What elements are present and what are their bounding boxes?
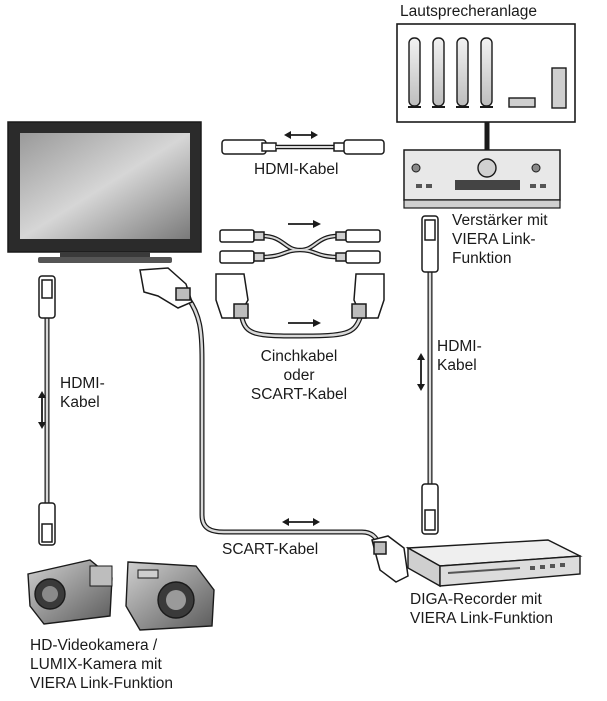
hdmi-cable-left-label: HDMI- Kabel xyxy=(60,374,105,412)
hdmi-cable-right-label-line: Kabel xyxy=(437,357,477,374)
hdmi-plug-icon xyxy=(221,139,385,155)
hdmi-plug-icon xyxy=(38,275,56,319)
recorder-label-line: VIERA Link-Funktion xyxy=(410,610,554,627)
cameras-label-line: HD-Videokamera / xyxy=(30,637,158,654)
scart-plug-icon xyxy=(215,273,249,319)
scart-plug-icon xyxy=(351,273,385,319)
arrows xyxy=(38,131,425,526)
right-arrow-icon xyxy=(288,220,321,228)
amplifier-label: Verstärker mit VIERA Link- Funktion xyxy=(452,211,548,268)
hdmi-cable-right-label: HDMI- Kabel xyxy=(437,337,482,375)
scart-plug-icon xyxy=(139,267,193,309)
cameras-label-line: LUMIX-Kamera mit xyxy=(30,656,162,673)
recorder-label: DIGA-Recorder mit VIERA Link-Funktion xyxy=(410,590,553,628)
recorder-label-line: DIGA-Recorder mit xyxy=(410,591,542,608)
hdmi-cable-right-label-line: HDMI- xyxy=(437,338,482,355)
hdmi-plug-icon xyxy=(38,502,56,546)
cameras-label: HD-Videokamera / LUMIX-Kamera mit VIERA … xyxy=(30,636,173,693)
cinch-plug-icon xyxy=(219,229,381,264)
cinch-or-scart-label: Cinchkabel oder SCART-Kabel xyxy=(228,347,370,404)
cables xyxy=(44,119,490,551)
hdmi-plug-icon xyxy=(421,215,439,273)
camcorder-icon xyxy=(27,559,113,625)
scart-plug-icon xyxy=(371,535,409,583)
center-speaker-icon xyxy=(508,97,536,108)
cinch-or-scart-label-line: Cinchkabel xyxy=(260,348,338,365)
tv-icon xyxy=(7,121,202,263)
double-arrow-icon xyxy=(282,518,320,526)
cinch-cable xyxy=(259,233,341,260)
amplifier-label-line: Funktion xyxy=(452,250,512,267)
cinch-or-scart-label-line: oder xyxy=(283,367,315,384)
amplifier-label-line: Verstärker mit xyxy=(452,212,548,229)
speaker-system-label: Lautsprecheranlage xyxy=(400,3,538,20)
hdmi-cable-left-label-line: Kabel xyxy=(60,394,100,411)
double-arrow-icon xyxy=(284,131,318,139)
right-arrow-icon xyxy=(288,319,321,327)
digital-camera-icon xyxy=(125,561,215,631)
hdmi-cable-top-label: HDMI-Kabel xyxy=(254,161,339,178)
hdmi-cable-left-label-line: HDMI- xyxy=(60,375,105,392)
double-arrow-icon xyxy=(38,391,46,429)
cinch-or-scart-label-line: SCART-Kabel xyxy=(250,386,348,403)
amplifier-label-line: VIERA Link- xyxy=(452,231,536,248)
amplifier-icon xyxy=(403,149,561,209)
subwoofer-icon xyxy=(551,67,567,109)
connectors xyxy=(38,139,439,583)
hdmi-plug-icon xyxy=(421,483,439,535)
double-arrow-icon xyxy=(417,353,425,391)
cameras-label-line: VIERA Link-Funktion xyxy=(30,675,174,692)
scart-cable-label: SCART-Kabel xyxy=(222,541,319,558)
recorder-icon xyxy=(405,539,583,588)
speaker-system xyxy=(396,23,576,123)
speaker-icon xyxy=(408,37,493,107)
